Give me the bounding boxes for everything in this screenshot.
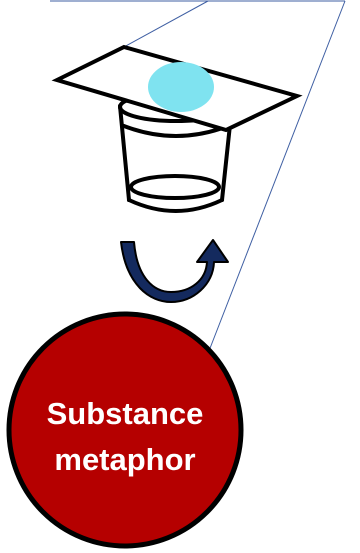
cycle-arrow-icon: [121, 240, 228, 302]
callout-right-line: [207, 1, 345, 356]
circle-label-line1: Substance: [47, 396, 204, 431]
circle-label-line2: metaphor: [54, 442, 195, 477]
sample-drop-icon: [148, 62, 214, 112]
callout-left-line: [124, 1, 208, 47]
